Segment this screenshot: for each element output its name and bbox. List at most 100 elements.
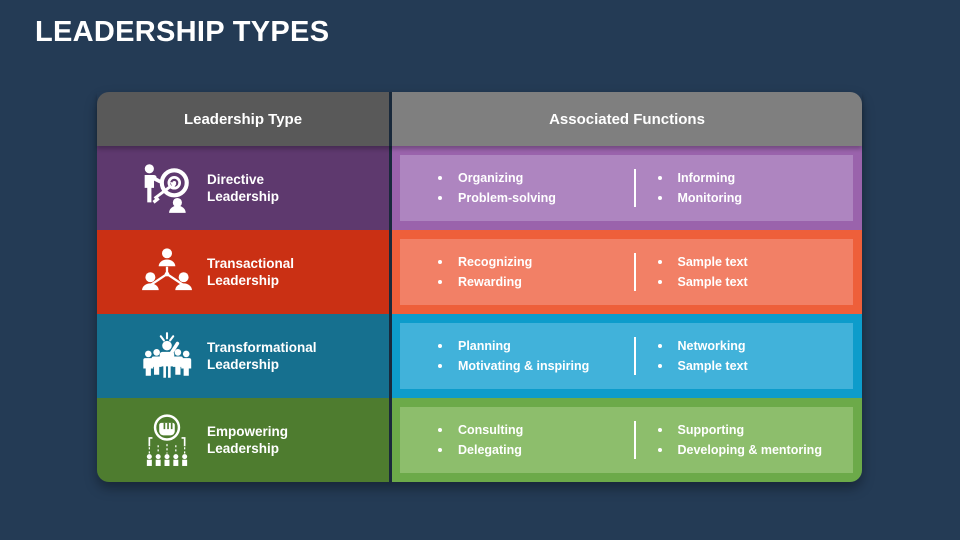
function-text: Developing & mentoring [677,442,822,457]
type-label-empowering: Empowering Leadership [207,423,288,457]
functions-list-right: Sample text Sample text [636,253,854,292]
list-divider [633,169,636,207]
bullet-icon [657,196,662,200]
functions-box: Consulting Delegating Supporting Develop… [400,407,853,473]
bullet-icon [657,260,662,264]
function-text: Problem-solving [458,190,556,205]
function-item: Planning [438,337,634,356]
bullet-icon [438,364,442,368]
functions-box: Organizing Problem-solving Informing Mon… [400,155,853,221]
function-item: Networking [657,337,854,356]
bullet-icon [657,448,662,452]
bullet-icon [438,176,442,180]
function-item: Sample text [657,357,854,376]
bullet-icon [657,428,662,432]
function-text: Consulting [458,422,524,437]
function-item: Motivating & inspiring [438,357,634,376]
functions-list-right: Informing Monitoring [636,169,854,208]
function-item: Consulting [438,421,634,440]
function-text: Delegating [458,442,522,457]
bullet-icon [438,448,442,452]
functions-list-right: Networking Sample text [636,337,854,376]
function-text: Monitoring [677,190,743,205]
table-row-empowering: Empowering Leadership Consulting Delegat… [97,398,862,482]
column-divider [389,146,392,230]
function-text: Organizing [458,170,524,185]
bullet-icon [438,196,442,200]
functions-list-left: Recognizing Rewarding [400,253,634,292]
type-label-line1: Transactional [207,256,295,271]
bullet-icon [438,260,442,264]
table-header: Leadership Type Associated Functions [97,92,862,146]
bullet-icon [657,364,662,368]
functions-list-left: Consulting Delegating [400,421,634,460]
functions-panel-transformational: Planning Motivating & inspiring Networki… [392,314,862,398]
list-divider [633,253,636,291]
functions-list-left: Organizing Problem-solving [400,169,634,208]
header-leadership-type: Leadership Type [97,92,389,146]
function-text: Rewarding [458,274,522,289]
functions-list-left: Planning Motivating & inspiring [400,337,634,376]
function-text: Networking [677,338,746,353]
type-cell-empowering: Empowering Leadership [97,398,389,482]
header-leadership-type-label: Leadership Type [183,110,303,128]
header-associated-functions-label: Associated Functions [549,110,705,128]
target-person-icon [139,160,195,216]
leadership-table: Leadership Type Associated Functions [97,92,862,482]
bullet-icon [657,344,662,348]
bullet-icon [438,344,442,348]
function-item: Organizing [438,169,634,188]
bullet-icon [438,280,442,284]
function-text: Planning [458,338,511,353]
table-row-directive: Directive Leadership Organizing Problem-… [97,146,862,230]
function-item: Informing [657,169,854,188]
column-divider [389,398,392,482]
function-text: Recognizing [458,254,533,269]
leader-raised-arm-icon [139,328,195,384]
functions-box: Planning Motivating & inspiring Networki… [400,323,853,389]
function-item: Delegating [438,441,634,460]
list-divider [633,337,636,375]
function-text: Sample text [677,358,748,373]
type-cell-transactional: Transactional Leadership [97,230,389,314]
function-item: Rewarding [438,273,634,292]
type-label-line2: Leadership [207,273,280,288]
page-title: LEADERSHIP TYPES [35,16,330,48]
functions-panel-empowering: Consulting Delegating Supporting Develop… [392,398,862,482]
column-divider [389,314,392,398]
type-label-line2: Leadership [207,189,280,204]
column-divider [389,230,392,314]
org-chart-people-icon [139,244,195,300]
list-divider [633,421,636,459]
type-label-transactional: Transactional Leadership [207,255,294,289]
functions-list-right: Supporting Developing & mentoring [636,421,854,460]
functions-box: Recognizing Rewarding Sample text Sample… [400,239,853,305]
type-label-line1: Empowering [207,424,289,439]
type-label-line2: Leadership [207,441,280,456]
function-text: Motivating & inspiring [458,358,590,373]
function-item: Problem-solving [438,189,634,208]
function-item: Developing & mentoring [657,441,854,460]
bullet-icon [657,176,662,180]
bullet-icon [438,428,442,432]
function-item: Sample text [657,253,854,272]
function-item: Supporting [657,421,854,440]
function-text: Sample text [677,254,748,269]
type-label-transformational: Transformational Leadership [207,339,317,373]
bullet-icon [657,280,662,284]
function-text: Sample text [677,274,748,289]
header-associated-functions: Associated Functions [392,92,862,146]
function-item: Recognizing [438,253,634,272]
raised-fist-people-icon [139,412,195,468]
functions-panel-directive: Organizing Problem-solving Informing Mon… [392,146,862,230]
type-label-directive: Directive Leadership [207,171,279,205]
table-row-transactional: Transactional Leadership Recognizing Rew… [97,230,862,314]
type-cell-directive: Directive Leadership [97,146,389,230]
type-cell-transformational: Transformational Leadership [97,314,389,398]
type-label-line2: Leadership [207,357,280,372]
function-text: Supporting [677,422,745,437]
functions-panel-transactional: Recognizing Rewarding Sample text Sample… [392,230,862,314]
column-divider [389,92,392,146]
type-label-line1: Transformational [207,340,317,355]
type-label-line1: Directive [207,172,265,187]
